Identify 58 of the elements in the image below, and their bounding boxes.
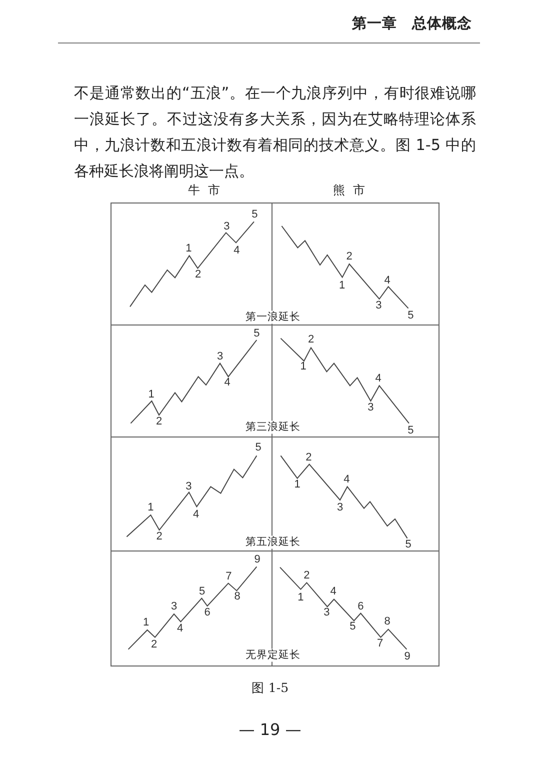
wave-number: 1 xyxy=(338,280,346,292)
wave-number: 5 xyxy=(198,586,206,598)
wave-number: 3 xyxy=(336,502,344,514)
wave-number: 1 xyxy=(186,244,192,255)
wave-number: 9 xyxy=(404,652,410,663)
panel-caption: 第五浪延长 xyxy=(244,536,302,548)
wave-number: 2 xyxy=(346,252,352,263)
chapter-header: 第一章 总体概念 xyxy=(352,16,472,32)
panel-caption: 无界定延长 xyxy=(244,648,302,662)
wave-number: 4 xyxy=(224,378,230,389)
figure-caption: 图 1-5 xyxy=(251,682,289,694)
wave-number: 3 xyxy=(186,481,192,492)
wave-number: 1 xyxy=(294,480,300,490)
wave-number: 7 xyxy=(376,638,384,650)
wave-number: 6 xyxy=(358,601,364,612)
wave-number: 4 xyxy=(176,624,184,635)
wave-number: 3 xyxy=(324,608,330,619)
wave-number: 5 xyxy=(252,210,258,220)
wave-number: 6 xyxy=(204,608,210,619)
wave-number: 4 xyxy=(234,245,240,256)
wave-number: 3 xyxy=(224,222,230,233)
wave-number: 2 xyxy=(304,570,310,582)
wave-number: 8 xyxy=(234,592,240,603)
wave-number: 1 xyxy=(300,362,306,373)
wave-number: 7 xyxy=(226,571,232,582)
wave-number: 5 xyxy=(350,622,356,633)
page-number: — 19 — xyxy=(238,722,302,738)
panel-caption: 第三浪延长 xyxy=(244,420,302,434)
wave-number: 1 xyxy=(148,502,154,514)
wave-number: 3 xyxy=(368,402,374,414)
wave-number: 2 xyxy=(308,334,314,346)
wave-number: 5 xyxy=(255,442,262,454)
body-paragraph: 不是通常数出的“五浪”。在一个九浪序列中，有时很难说哪一浪延长了。不过这没有多大关系，因为在艾略特理论体系中，九浪计数和五浪计数有着相同的技术意义。图 1-5 中的各种延长浪将阐明这一点。 xyxy=(74,83,476,182)
wave-number: 2 xyxy=(156,416,162,428)
wave-number: 5 xyxy=(408,310,414,322)
wave-number: 2 xyxy=(150,640,158,650)
wave-number: 5 xyxy=(405,540,412,550)
wave-number: 2 xyxy=(306,452,312,464)
wave-number: 2 xyxy=(156,531,162,542)
wave-number: 1 xyxy=(148,390,154,400)
wave-number: 3 xyxy=(216,351,224,362)
wave-number: 4 xyxy=(375,374,382,384)
wave-number: 2 xyxy=(194,270,202,280)
wave-number: 9 xyxy=(254,554,260,566)
wave-number: 5 xyxy=(408,426,414,436)
wave-number: 4 xyxy=(384,275,390,286)
panel-caption: 第一浪延长 xyxy=(244,310,302,324)
wave-number: 1 xyxy=(142,617,150,628)
wave-number: 3 xyxy=(376,300,382,312)
wave-number: 4 xyxy=(344,474,350,486)
wave-number: 3 xyxy=(170,602,178,613)
wave-number: 5 xyxy=(254,328,260,340)
column-heading: 熊 市 xyxy=(333,184,367,196)
wave-number: 8 xyxy=(384,616,390,628)
wave-number: 4 xyxy=(192,510,200,520)
column-heading: 牛 市 xyxy=(188,184,222,196)
wave-number: 4 xyxy=(330,586,336,598)
wave-number: 1 xyxy=(298,592,304,604)
